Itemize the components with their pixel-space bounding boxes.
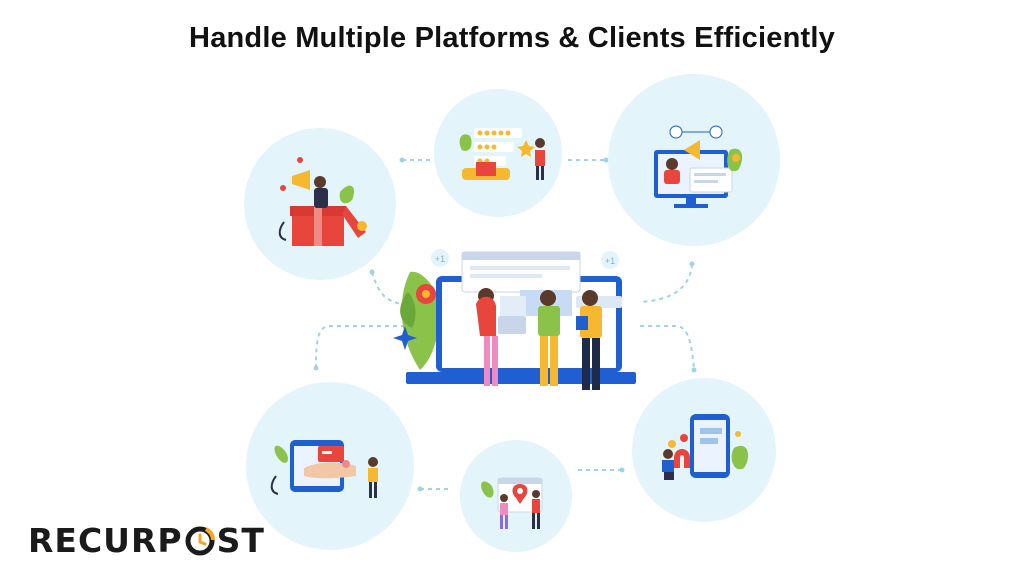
recurpost-logo: RECURP ST — [28, 518, 265, 562]
logo-wordmark: RECURP ST — [28, 521, 265, 560]
payment-illustration — [270, 440, 378, 498]
presenter-illustration — [654, 125, 743, 208]
logo-text-end: ST — [216, 520, 265, 560]
badge-right: +1 — [605, 256, 615, 266]
central-team-illustration: +1 +1 — [393, 249, 636, 390]
connector-lines — [315, 159, 695, 490]
badge-left: +1 — [435, 254, 445, 264]
logo-text-start: RECURP — [28, 520, 183, 560]
clock-icon — [185, 525, 215, 556]
reviews-illustration — [459, 128, 545, 180]
circle-reviews — [434, 89, 562, 217]
campaign-illustration — [278, 157, 367, 246]
mobile-illustration — [662, 414, 749, 480]
location-illustration — [481, 477, 543, 529]
page-title: Handle Multiple Platforms & Clients Effi… — [189, 22, 835, 54]
